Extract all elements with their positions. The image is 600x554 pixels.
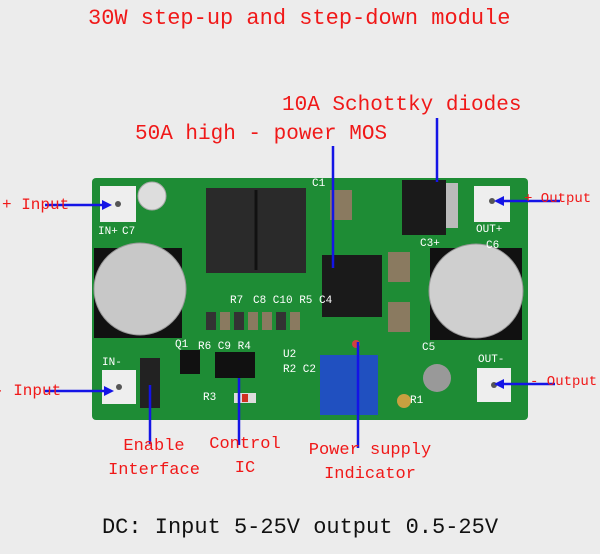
silk-in-minus: IN- bbox=[102, 357, 122, 369]
enable-line2: Interface bbox=[108, 461, 200, 480]
enable-label: Enable Interface bbox=[104, 438, 204, 479]
enable-jumper bbox=[140, 358, 160, 408]
silk-c7: C7 bbox=[122, 226, 135, 238]
control-ic-line1: Control bbox=[209, 435, 281, 454]
mount-hole bbox=[137, 181, 167, 211]
footer-spec: DC: Input 5-25V output 0.5-25V bbox=[101, 515, 499, 540]
schottky-label: 10A Schottky diodes bbox=[282, 94, 522, 117]
silk-r1: R1 bbox=[410, 395, 424, 407]
silk-row2: R6 C9 R4 bbox=[198, 341, 251, 353]
silk-r7: R7 bbox=[230, 295, 243, 307]
mos-label: 50A high - power MOS bbox=[135, 123, 388, 146]
minus-output-label: - Output bbox=[530, 374, 598, 390]
silk-out-minus: OUT- bbox=[478, 354, 504, 366]
silk-row: C8 C10 R5 C4 bbox=[253, 295, 333, 307]
power-indicator-label: Power supply Indicator bbox=[300, 442, 440, 483]
enable-line1: Enable bbox=[123, 437, 185, 456]
silk-r3: R3 bbox=[203, 392, 216, 404]
silk-in-plus: IN+ bbox=[98, 226, 118, 238]
silk-out-plus: OUT+ bbox=[476, 224, 502, 236]
silk-c1: C1 bbox=[312, 178, 326, 190]
input-capacitor bbox=[93, 242, 187, 336]
pcb-board bbox=[92, 178, 528, 420]
power-indicator-line2: Indicator bbox=[324, 465, 416, 484]
plus-input-label: + Input bbox=[2, 196, 70, 214]
title: 30W step-up and step-down module bbox=[88, 6, 511, 31]
mosfet bbox=[322, 255, 382, 317]
minus-input-label: - Input bbox=[0, 382, 62, 400]
silk-c5: C5 bbox=[422, 342, 435, 354]
output-capacitor bbox=[428, 243, 524, 339]
potentiometer bbox=[320, 355, 378, 415]
silk-q1: Q1 bbox=[175, 339, 189, 351]
silk-u2: U2 bbox=[283, 349, 296, 361]
control-ic-line2: IC bbox=[234, 459, 256, 478]
schottky-diode bbox=[402, 180, 446, 235]
silk-c3: C3+ bbox=[420, 238, 440, 250]
plus-output-label: + Output bbox=[524, 191, 592, 207]
control-ic-label: Control IC bbox=[200, 436, 290, 477]
silk-c6: C6 bbox=[486, 240, 499, 252]
power-indicator-line1: Power supply bbox=[308, 441, 432, 460]
control-ic-chip bbox=[215, 352, 255, 378]
silk-r2c2: R2 C2 bbox=[283, 364, 316, 376]
